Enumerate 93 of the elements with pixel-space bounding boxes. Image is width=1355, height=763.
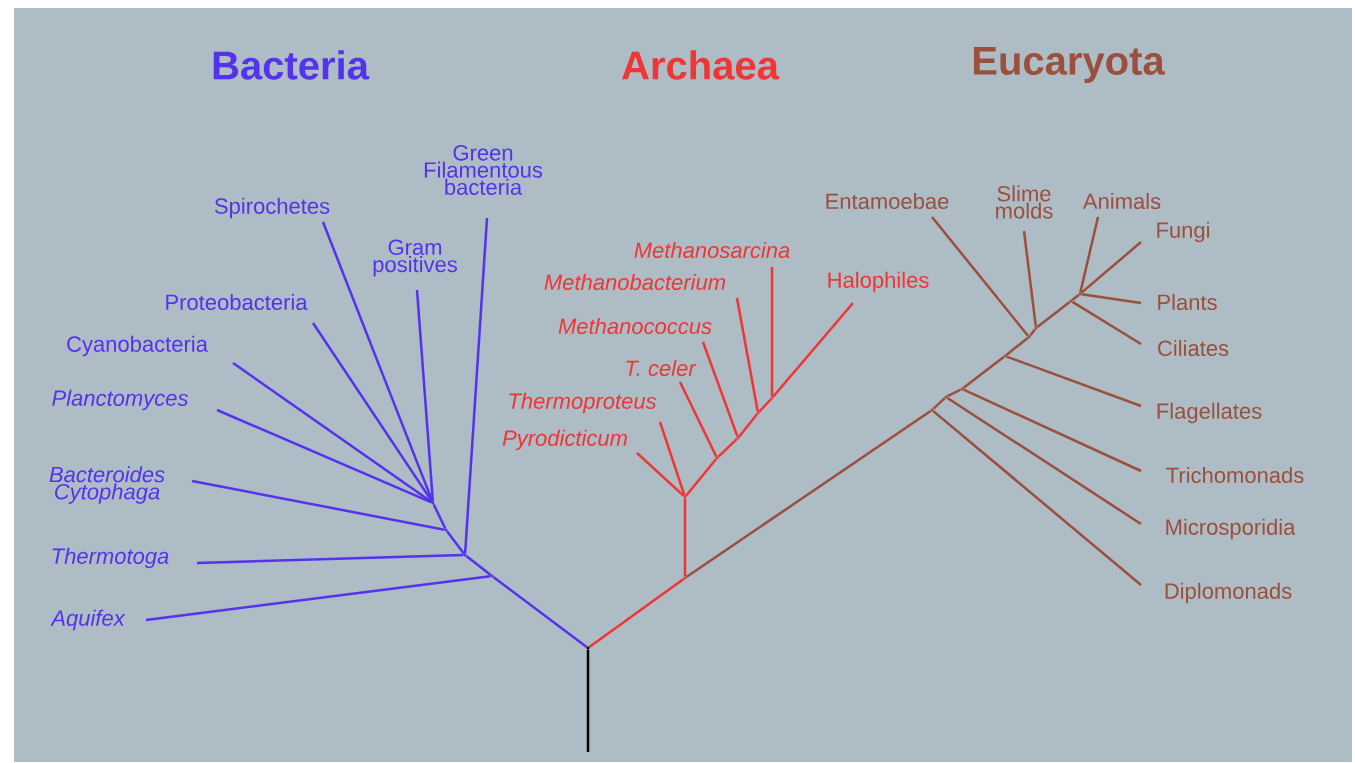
branch-line (735, 297, 759, 412)
domain-heading: Archaea (622, 50, 780, 80)
branch-line (738, 413, 758, 438)
branch-line (636, 452, 685, 497)
branch-line (701, 341, 739, 437)
branch-point (1069, 299, 1073, 303)
branch-line (931, 216, 1029, 337)
taxon-label: Aquifex (50, 609, 126, 631)
branch-line (321, 221, 434, 502)
branch-point (756, 411, 760, 415)
branch-point (431, 501, 435, 505)
branch-line (191, 479, 445, 531)
branch-line (758, 398, 772, 413)
taxon-label: Slime molds (996, 185, 1053, 219)
taxon-label: Entamoebae (826, 192, 949, 210)
branch-point (715, 456, 719, 460)
branch-point (586, 646, 590, 650)
taxon-label: Thermotoga (52, 547, 169, 569)
taxon-label: Animals (1082, 192, 1161, 210)
branch-point (1078, 292, 1082, 296)
taxon-label: Bacteroides Cytophaga (49, 466, 165, 504)
branch-line (932, 397, 946, 410)
branch-line (216, 408, 432, 504)
branch-point (444, 528, 448, 532)
branch-point (683, 495, 687, 499)
taxon-label: Cyanobacteria (67, 335, 208, 357)
taxon-label: Plants (1158, 293, 1217, 311)
taxon-label: T. celer (626, 359, 697, 377)
domain-heading: Bacteria (213, 50, 370, 80)
branch-line (1005, 337, 1029, 356)
taxon-label: Pyrodicticum (502, 429, 627, 451)
branch-line (1079, 216, 1100, 293)
taxon-label: Methanococcus (558, 317, 712, 335)
branch-line (588, 577, 685, 648)
branch-line (685, 458, 717, 497)
taxon-label: Methanosarcina (634, 241, 790, 259)
branch-point (960, 387, 964, 391)
branch-line (465, 555, 492, 576)
taxon-label: Flagellates (1157, 402, 1262, 424)
domain-heading: Eucaryota (974, 47, 1165, 83)
branch-line (1071, 294, 1080, 301)
branch-line (463, 217, 489, 554)
branch-line (685, 409, 932, 579)
branch-line (946, 396, 1142, 526)
branch-line (683, 498, 687, 577)
branch-line (946, 388, 962, 398)
taxon-label: Thermoproteus (509, 392, 657, 414)
branch-point (944, 395, 948, 399)
taxon-label: Microsporidia (1166, 518, 1296, 540)
branch-point (1034, 326, 1038, 330)
branch-line (658, 421, 686, 496)
root-line (586, 649, 590, 752)
branch-point (770, 396, 774, 400)
branch-line (145, 574, 491, 622)
branch-line (311, 322, 434, 503)
branch-point (1027, 335, 1031, 339)
branch-line (446, 530, 465, 555)
taxon-label: Planctomyces (52, 389, 188, 411)
branch-line (196, 553, 464, 565)
taxon-label: Fungi (1157, 221, 1210, 243)
taxon-label: Spirochetes (214, 197, 330, 219)
branch-line (492, 576, 588, 648)
branch-point (683, 576, 687, 580)
taxon-label: Trichomonads (1166, 466, 1304, 484)
taxon-label: Ciliates (1158, 339, 1229, 357)
branch-line (432, 504, 447, 529)
branch-line (678, 381, 718, 457)
branch-line (772, 302, 854, 398)
taxon-label: Gram positives (373, 239, 457, 277)
branch-point (736, 436, 740, 440)
branch-line (1071, 300, 1142, 346)
branch-line (1006, 355, 1142, 408)
branch-line (963, 388, 1142, 473)
branch-line (1081, 293, 1142, 305)
taxon-label: Halophiles (828, 271, 929, 293)
taxon-label: Green Filamentous bacteria (424, 145, 543, 195)
branch-line (1029, 328, 1036, 337)
branch-line (232, 361, 433, 504)
taxon-label: Methanobacterium (544, 273, 726, 291)
branch-line (932, 410, 1142, 586)
branch-line (1036, 301, 1071, 328)
branch-line (717, 438, 738, 458)
branch-point (930, 408, 934, 412)
taxon-label: Proteobacteria (166, 293, 308, 311)
branch-line (1080, 241, 1142, 294)
branch-line (415, 289, 435, 502)
branch-point (490, 574, 494, 578)
branch-line (770, 267, 774, 397)
taxon-label: Diplomonads (1165, 582, 1292, 604)
branch-line (1022, 230, 1038, 327)
branch-point (463, 553, 467, 557)
branch-line (962, 356, 1005, 389)
branch-point (1003, 354, 1007, 358)
